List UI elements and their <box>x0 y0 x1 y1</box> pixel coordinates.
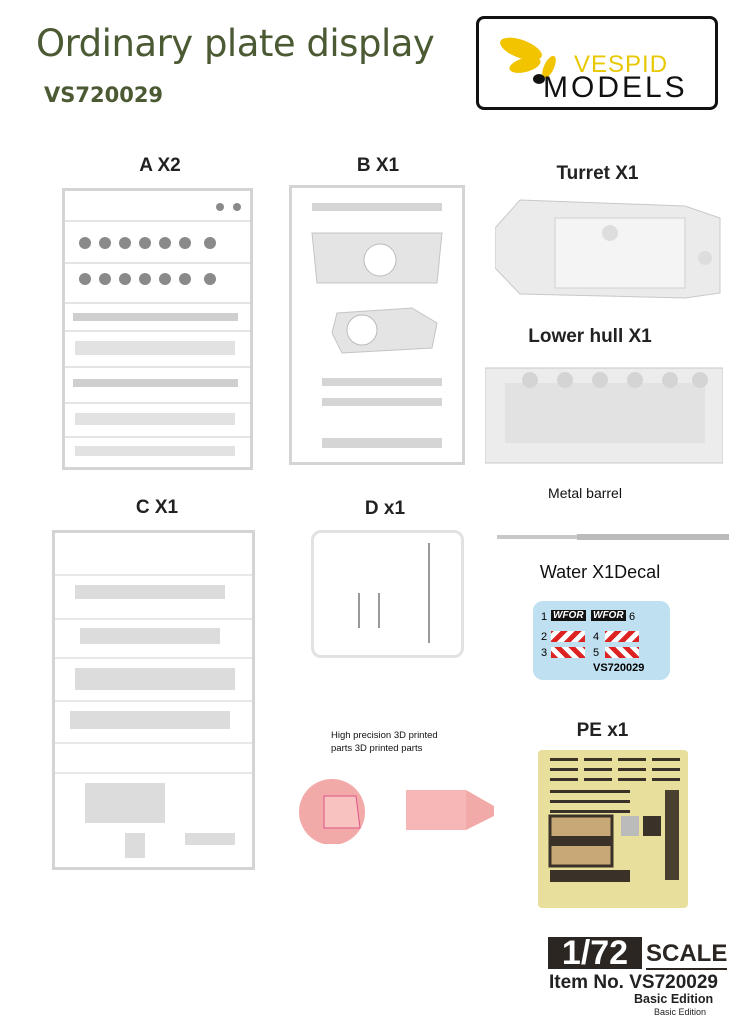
decal-stripe <box>605 631 639 642</box>
decal-label: Water X1Decal <box>539 562 661 582</box>
turret-label: Turret X1 <box>556 163 639 184</box>
page-title: Ordinary plate display <box>36 22 435 65</box>
sprue-d-label: D x1 <box>364 498 406 519</box>
sprue-d-image <box>311 530 464 658</box>
item-number: Item No. VS720029 <box>549 972 718 993</box>
logo-text-models: MODELS <box>543 71 688 104</box>
decal-sheet: 1 WFOR WFOR 6 2 4 3 5 VS720029 <box>533 601 670 680</box>
wasp-icon <box>500 37 556 84</box>
decal-wfor: WFOR <box>551 610 586 621</box>
metal-barrel-label: Metal barrel <box>548 485 622 501</box>
scale-word: SCALE <box>646 940 728 970</box>
decal-num: 1 <box>541 611 548 623</box>
printed-parts-image <box>299 779 494 844</box>
scale-badge: 1/72 <box>548 936 642 970</box>
sprue-b-label: B X1 <box>356 155 400 176</box>
logo-text-vespid: VESPID <box>574 51 669 78</box>
metal-barrel-image <box>497 534 729 540</box>
pe-fret-image <box>538 750 688 908</box>
sprue-c-label: C X1 <box>135 497 179 518</box>
pe-label: PE x1 <box>576 720 629 741</box>
decal-num: 2 <box>541 631 548 643</box>
item-code: VS720029 <box>44 83 164 107</box>
decal-wfor: WFOR <box>591 610 626 621</box>
decal-num: 3 <box>541 647 548 659</box>
turret-image <box>495 199 721 299</box>
sprue-a-label: A X2 <box>139 155 181 176</box>
decal-stripe <box>551 631 585 642</box>
edition-label-small: Basic Edition <box>654 1007 707 1017</box>
sprue-b-image <box>289 185 465 465</box>
decal-stripe <box>605 647 639 658</box>
vespid-models-logo: VESPID MODELS <box>476 16 718 110</box>
decal-code: VS720029 <box>593 662 645 674</box>
sprue-c-image <box>52 530 255 870</box>
sprue-a-image <box>62 188 253 470</box>
decal-num: 4 <box>593 631 600 643</box>
lower-hull-label: Lower hull X1 <box>528 326 652 347</box>
decal-num: 5 <box>593 647 600 659</box>
decal-num: 6 <box>629 611 636 623</box>
lower-hull-image <box>485 367 723 464</box>
decal-stripe <box>551 647 585 658</box>
edition-label: Basic Edition <box>634 992 714 1006</box>
printed-parts-label: High precision 3D printed parts 3D print… <box>331 730 438 754</box>
